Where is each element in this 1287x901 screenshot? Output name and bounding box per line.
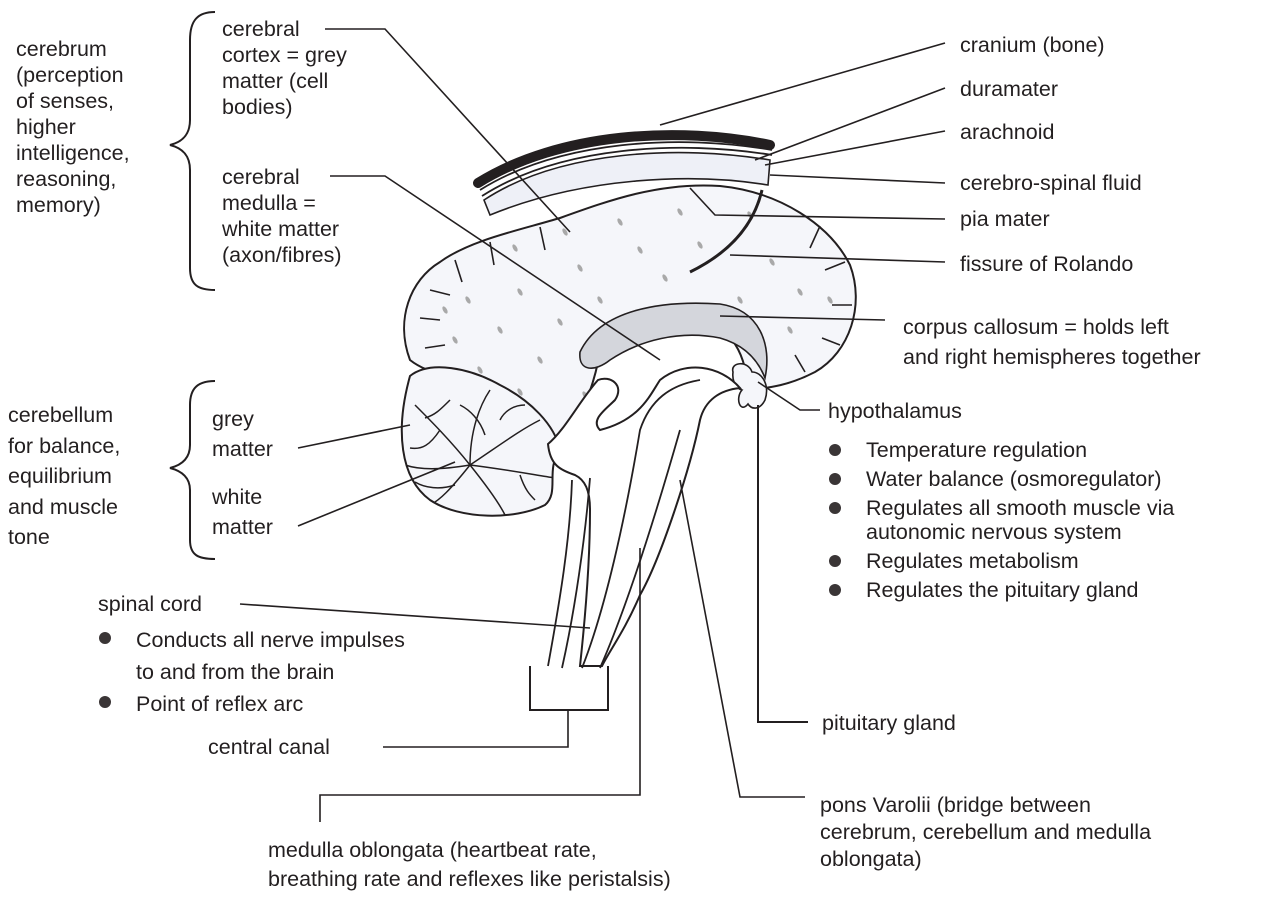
label-cerebellum: cerebellum for balance, equilibrium and … [8, 400, 120, 553]
label-cerebral-medulla: cerebral medulla = white matter (axon/fi… [222, 164, 342, 268]
label-pons-varolii: pons Varolii (bridge between cerebrum, c… [820, 792, 1151, 873]
brainstem [548, 368, 740, 666]
label-cranium: cranium (bone) [960, 32, 1105, 58]
spinal-cord-points: Conducts all nerve impulses to and from … [96, 624, 405, 720]
cerebellum-bracket [170, 381, 215, 559]
hypothalamus-point-1: Temperature regulation [826, 436, 1174, 465]
label-pituitary-gland: pituitary gland [822, 710, 956, 736]
hypothalamus-point-5: Regulates the pituitary gland [826, 576, 1174, 605]
pituitary-stalk [758, 405, 808, 722]
label-cerebrum: cerebrum (perception of senses, higher i… [16, 36, 130, 218]
label-fissure-of-rolando: fissure of Rolando [960, 251, 1133, 277]
label-corpus-callosum: corpus callosum = holds left and right h… [903, 312, 1201, 372]
cerebrum-bracket [170, 12, 215, 290]
label-arachnoid: arachnoid [960, 119, 1054, 145]
label-white-matter: white matter [212, 482, 273, 542]
label-spinal-cord: spinal cord [98, 591, 202, 617]
label-duramater: duramater [960, 76, 1058, 102]
hypothalamus-point-3: Regulates all smooth muscle via [826, 494, 1174, 523]
label-medulla-oblongata: medulla oblongata (heartbeat rate, breat… [268, 836, 671, 894]
label-pia-mater: pia mater [960, 206, 1050, 232]
label-cerebro-spinal-fluid: cerebro-spinal fluid [960, 170, 1142, 196]
spinal-cord-point-2: Point of reflex arc [96, 688, 405, 720]
spinal-cord-point-1: Conducts all nerve impulses [96, 624, 405, 656]
spinal-cord-point-1-cont: to and from the brain [96, 656, 405, 688]
hypothalamus-point-2: Water balance (osmoregulator) [826, 465, 1174, 494]
hypothalamus-point-4: Regulates metabolism [826, 547, 1174, 576]
label-cerebral-cortex: cerebral cortex = grey matter (cell bodi… [222, 16, 347, 120]
label-grey-matter: grey matter [212, 404, 273, 464]
label-central-canal: central canal [208, 734, 330, 760]
hypothalamus-points: Temperature regulation Water balance (os… [826, 436, 1174, 605]
label-hypothalamus: hypothalamus [828, 398, 962, 424]
central-canal-box [530, 666, 608, 710]
